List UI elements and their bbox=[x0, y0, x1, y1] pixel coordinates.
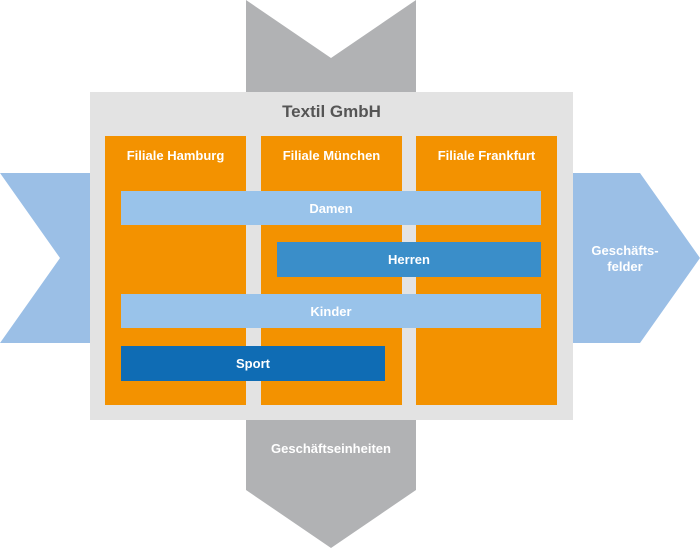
segment-bar-damen: Damen bbox=[121, 191, 541, 225]
business-units-label: Geschäftseinheiten bbox=[271, 441, 391, 456]
business-fields-label: Geschäfts- felder bbox=[591, 243, 659, 274]
segment-bar-kinder: Kinder bbox=[121, 294, 541, 328]
segment-label-herren: Herren bbox=[388, 252, 430, 267]
segment-label-damen: Damen bbox=[309, 200, 353, 216]
segment-label-sport: Sport bbox=[236, 356, 270, 371]
segment-bar-sport: Sport bbox=[121, 346, 385, 381]
branch-label-hamburg: Filiale Hamburg bbox=[126, 148, 225, 163]
branch-label-frankfurt: Filiale Frankfurt bbox=[437, 148, 536, 163]
company-title: Textil GmbH bbox=[282, 102, 381, 121]
segment-label-kinder: Kinder bbox=[310, 303, 352, 319]
segment-bar-herren: Herren bbox=[277, 242, 541, 277]
branch-label-muenchen: Filiale München bbox=[282, 148, 381, 163]
